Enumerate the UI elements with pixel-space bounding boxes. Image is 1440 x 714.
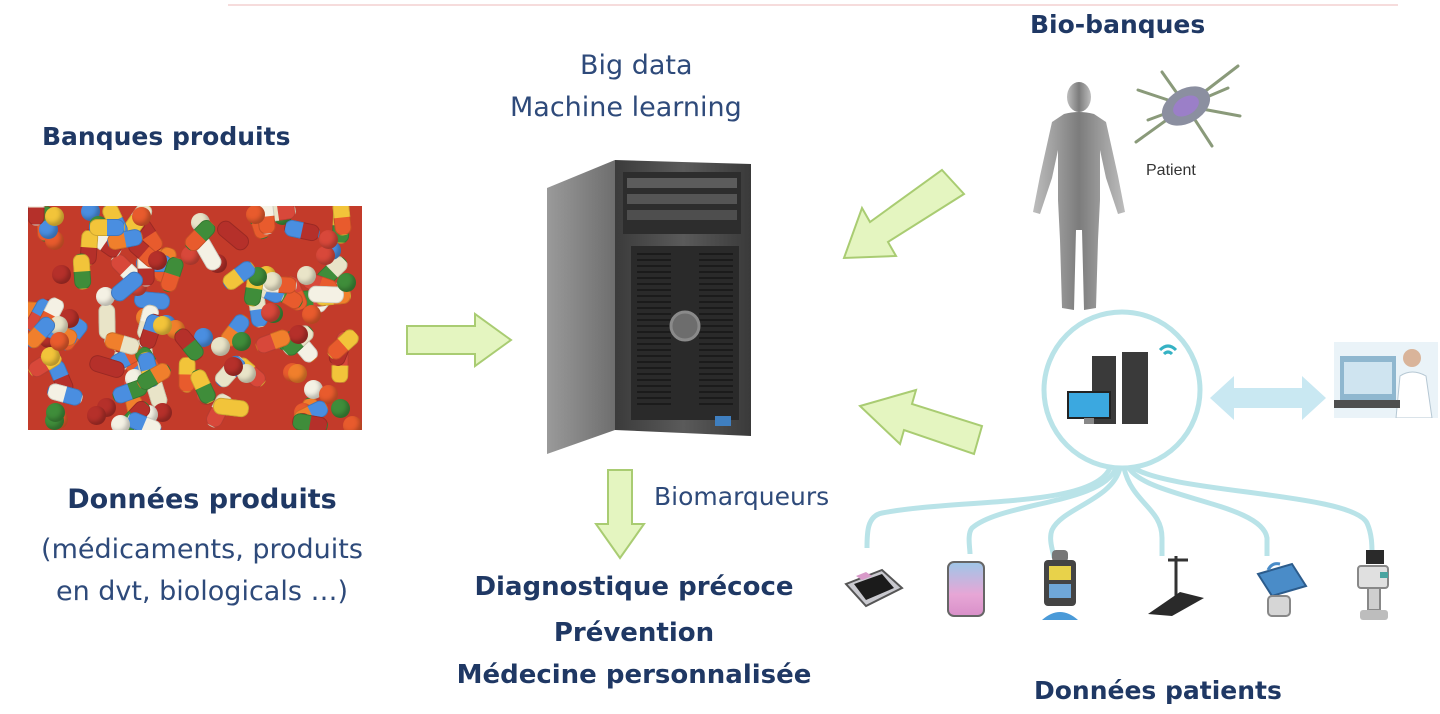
treadmill-icon [1146, 552, 1206, 618]
hub-computer-icon [1067, 344, 1178, 424]
arrow-down-biomarkers [594, 468, 646, 560]
banques-produits-label: Banques produits [42, 122, 291, 151]
blood-pressure-icon [1254, 560, 1310, 620]
doctor-laptop-icon [1334, 342, 1438, 418]
prevention-label: Prévention [553, 618, 715, 648]
patient-data-network [842, 308, 1402, 610]
double-arrow-icon [1208, 374, 1328, 422]
donnees-produits-desc-2: en dvt, biologicals …) [55, 576, 349, 607]
big-data-label: Big data [580, 50, 693, 81]
arrow-from-patient-data [858, 382, 986, 460]
donnees-produits-desc-1: (médicaments, produits [41, 534, 363, 565]
tablet-icon [946, 560, 986, 618]
arrow-right-products [405, 312, 513, 368]
scale-icon [842, 566, 904, 610]
top-divider-line [228, 4, 1398, 6]
donnees-produits-label: Données produits [67, 484, 337, 515]
donnees-patients-label: Données patients [1034, 676, 1282, 705]
medecine-label: Médecine personnalisée [456, 660, 812, 690]
pills-photo [28, 206, 362, 430]
cell-icon [1128, 60, 1244, 152]
diagnostique-label: Diagnostique précoce [474, 572, 794, 602]
monitor-device-icon [1038, 548, 1082, 624]
patient-label: Patient [1146, 162, 1196, 179]
bio-banques-label: Bio-banques [1030, 10, 1206, 39]
biomarqueurs-label: Biomarqueurs [654, 482, 830, 511]
machine-learning-label: Machine learning [510, 92, 742, 123]
server-tower-icon [545, 158, 755, 456]
human-silhouette-icon [1026, 80, 1132, 316]
arrow-from-biobanques [838, 168, 968, 268]
ultrasound-icon [1350, 548, 1398, 624]
